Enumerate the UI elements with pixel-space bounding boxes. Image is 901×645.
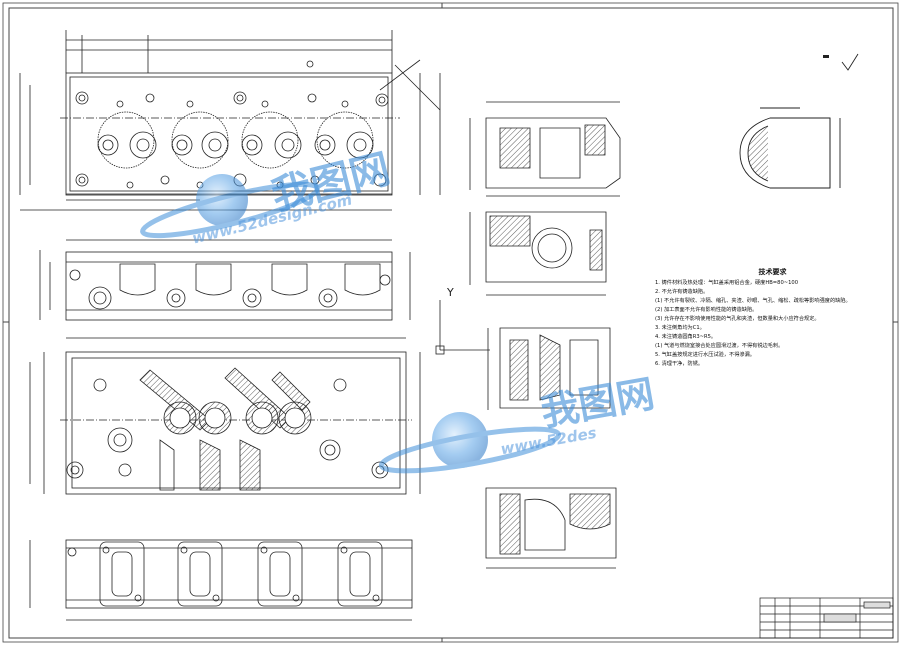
tech-line: (2) 加工表面不允许有影响性能的铸造缺陷。 — [655, 307, 758, 313]
roughness-tag — [823, 55, 829, 58]
section-view-b — [469, 211, 607, 296]
axis-marker — [435, 300, 490, 355]
tech-requirements: 技术要求 1. 铸件材料及热处理：气缸盖采用铝合金，硬度HB=80~100 2.… — [655, 268, 890, 369]
tech-line: 1. 铸件材料及热处理：气缸盖采用铝合金，硬度HB=80~100 — [655, 280, 799, 286]
bottom-view — [29, 337, 421, 495]
tech-requirements-title: 技术要求 — [758, 268, 787, 276]
section-view-a — [469, 101, 621, 197]
side-view — [39, 239, 411, 321]
tech-line: 5. 气缸盖按规定进行水压试验，不得渗漏。 — [655, 352, 755, 358]
tech-line: (1) 气道与燃烧室接合处应圆滑过渡，不得有锐边毛刺。 — [655, 343, 784, 349]
tech-line: 4. 未注铸造圆角R3~R5。 — [655, 334, 717, 340]
tech-line: (1) 不允许有裂纹、冷隔、缩孔、夹渣、砂眼、气孔、缩松、疏松等影响强度的缺陷。 — [655, 298, 851, 304]
section-view-d — [485, 487, 617, 569]
section-view-c — [487, 327, 611, 410]
flange-view — [29, 539, 413, 621]
roughness-symbol-icon — [841, 53, 859, 71]
top-view — [19, 30, 441, 211]
tech-line: (3) 允许存在不影响使用性能的气孔和夹渣，但数量和大小应符合规定。 — [655, 316, 820, 322]
watermark-logo-icon — [140, 174, 320, 239]
detail-port-view — [739, 107, 841, 189]
watermark-logo-icon — [378, 412, 562, 474]
tech-line: 2. 不允许有铸造缺陷。 — [655, 289, 709, 295]
title-block — [759, 597, 894, 639]
tech-line: 3. 未注倒角均为C1。 — [655, 325, 705, 331]
tech-line: 6. 清理干净，防锈。 — [655, 361, 704, 367]
axis-y-label: Y — [446, 286, 454, 299]
